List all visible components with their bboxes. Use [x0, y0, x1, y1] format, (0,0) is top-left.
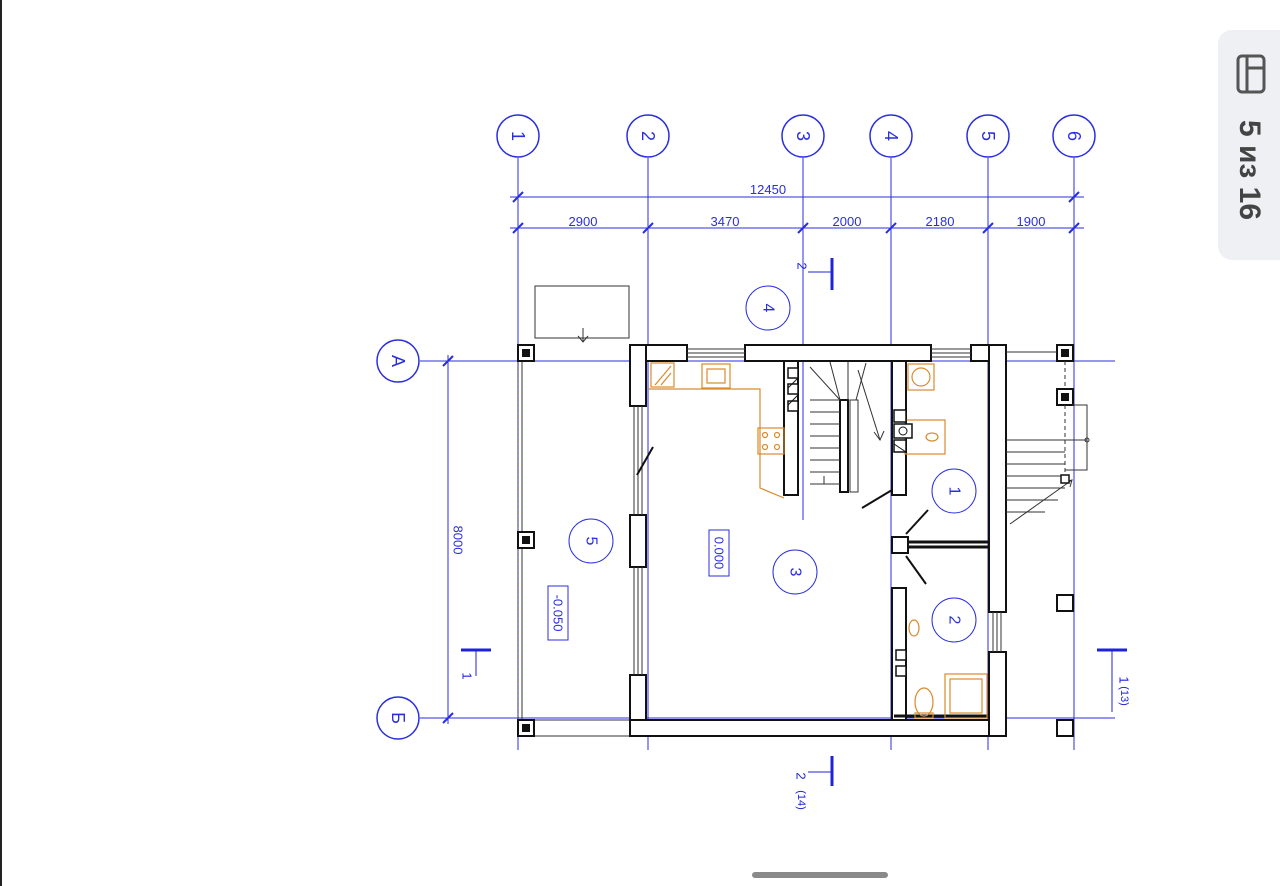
staircase [809, 361, 885, 493]
level-marks: 0.000 -0.050 [547, 529, 730, 641]
page-indicator[interactable]: 5 из 16 [1218, 30, 1280, 260]
room-number-2: 2 [946, 616, 963, 625]
dimension-bay-1-2: 2900 [569, 214, 598, 229]
axis-bubble-4: 4 [869, 114, 913, 158]
axis-label-a: А [388, 355, 408, 367]
axis-label-4: 4 [881, 131, 901, 141]
section-label-1-left: 1 [460, 672, 475, 679]
level-terrace: -0.050 [551, 595, 566, 632]
page-list-icon [1236, 54, 1266, 94]
dimension-bay-2-3: 3470 [711, 214, 740, 229]
axis-bubble-b: Б [376, 696, 420, 740]
section-marks [461, 258, 1127, 786]
axis-bubble-2: 2 [626, 114, 670, 158]
axis-label-1: 1 [508, 131, 528, 141]
viewer-left-edge [0, 0, 2, 886]
dimension-lines [442, 191, 1084, 724]
axis-bubble-a: А [376, 339, 420, 383]
door-swing-terrace [636, 446, 654, 476]
axis-bubble-5: 5 [966, 114, 1010, 158]
equipment-marks [787, 377, 908, 453]
room-number-1: 1 [946, 487, 963, 496]
room-number-3: 3 [787, 568, 804, 577]
axis-bubble-1: 1 [496, 114, 540, 158]
dimension-bay-3-4: 2000 [833, 214, 862, 229]
room-tag-2: 2 [931, 597, 977, 643]
entry-stair [1006, 361, 1090, 525]
room-number-4: 4 [760, 304, 777, 313]
axis-bubble-6: 6 [1052, 114, 1096, 158]
dimension-overall: 12450 [750, 182, 786, 197]
section-ref-1-right: (13) [1118, 686, 1130, 706]
room-tag-1: 1 [931, 468, 977, 514]
room-tag-4: 4 [745, 285, 791, 331]
axis-label-6: 6 [1064, 131, 1084, 141]
axis-label-2: 2 [638, 131, 658, 141]
level-interior: 0.000 [712, 537, 727, 570]
kitchen-furniture [648, 362, 988, 719]
axis-bubbles-letters: А Б [376, 339, 420, 740]
room-tags: 4 1 2 3 5 [568, 285, 977, 643]
partition-lines [894, 540, 989, 718]
section-label-2-bottom: 2 [794, 772, 809, 779]
interior-walls [783, 360, 909, 721]
axis-bubble-3: 3 [781, 114, 825, 158]
axis-bubbles-numbers: 1 2 3 4 5 6 [496, 114, 1096, 158]
equipment-blocks [787, 367, 913, 677]
axis-label-b: Б [388, 712, 408, 724]
axis-label-3: 3 [793, 131, 813, 141]
page-indicator-label: 5 из 16 [1233, 119, 1266, 221]
section-ref-2-bottom: (14) [795, 790, 807, 810]
dimension-bay-4-5: 2180 [926, 214, 955, 229]
dimension-bay-5-6: 1900 [1017, 214, 1046, 229]
section-label-2-top: 2 [795, 262, 810, 269]
section-label-1-right: 1 [1117, 676, 1132, 683]
dimension-side: 8000 [451, 526, 466, 555]
entry-arrow [577, 328, 589, 343]
room-tag-3: 3 [772, 549, 818, 595]
door-swings [861, 489, 929, 585]
room-number-5: 5 [583, 537, 600, 546]
axis-label-5: 5 [978, 131, 998, 141]
column-cores [522, 349, 1069, 732]
home-indicator[interactable] [752, 872, 888, 878]
exterior-walls [629, 344, 1007, 737]
windows [633, 348, 1057, 675]
room-tag-5: 5 [568, 518, 614, 564]
